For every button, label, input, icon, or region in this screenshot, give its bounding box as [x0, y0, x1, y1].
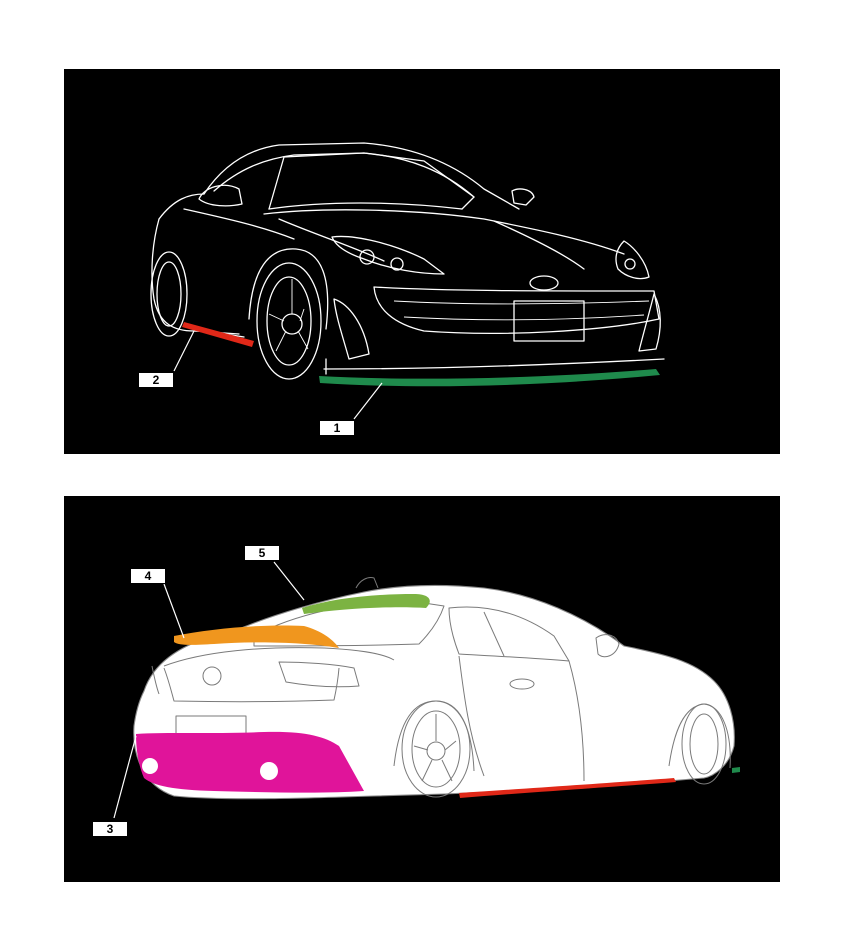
rear-view-panel: 5 4 3: [64, 496, 780, 882]
callout-label-1: 1: [319, 420, 355, 436]
front-lip-spoiler-part: [319, 369, 660, 387]
roof-spoiler-part: [302, 594, 430, 614]
callout-label-4: 4: [130, 568, 166, 584]
callout-4-leader: [163, 583, 185, 639]
exhaust-left-icon: [142, 758, 158, 774]
side-skirt-rear-part: [459, 778, 676, 798]
rear-diffuser-part: [136, 731, 364, 793]
front-lip-tip-part: [732, 767, 740, 773]
car-rear-illustration: [113, 561, 740, 819]
callout-1-leader: [353, 382, 383, 420]
callout-label-2: 2: [138, 372, 174, 388]
front-car-wireframe: [150, 142, 665, 380]
front-view-panel: 2 1: [64, 69, 780, 454]
trunk-spoiler-part: [174, 625, 339, 648]
callout-5-leader: [273, 561, 305, 601]
callout-label-3: 3: [92, 821, 128, 837]
exhaust-right-icon: [260, 762, 278, 780]
callout-3-leader: [113, 735, 137, 819]
side-skirt-front-part: [182, 322, 254, 347]
callout-label-5: 5: [244, 545, 280, 561]
car-front-illustration: [150, 142, 665, 420]
callout-2-leader: [173, 330, 195, 372]
